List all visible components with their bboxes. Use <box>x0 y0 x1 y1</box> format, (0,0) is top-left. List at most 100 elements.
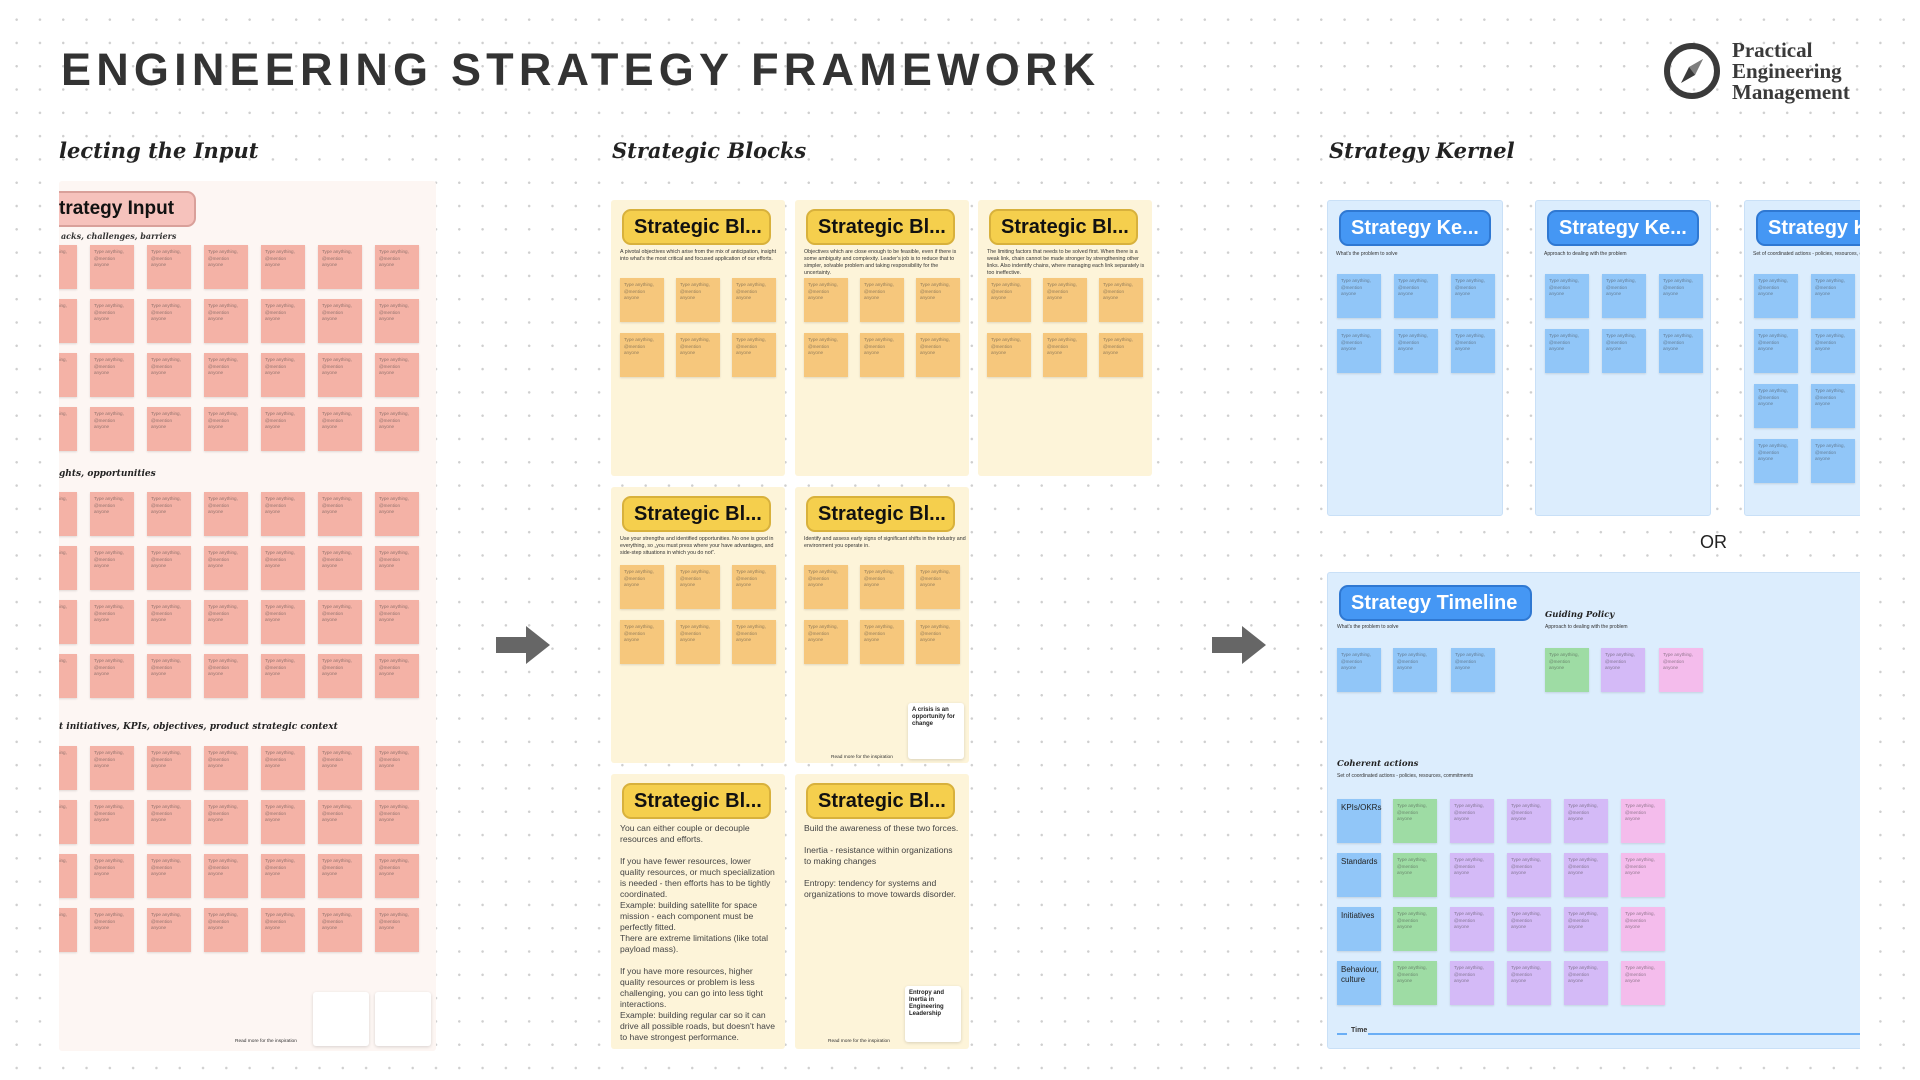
strategy-input-frame[interactable]: trategy Input acks, challenges, barriers… <box>59 181 436 1051</box>
sticky-note[interactable]: Type anything, @mention anyone <box>204 546 248 590</box>
sticky-note[interactable]: Type anything, @mention anyone <box>1450 907 1494 951</box>
sticky-note[interactable]: Type anything, @mention anyone <box>1394 329 1438 373</box>
strategic-block-title[interactable]: Strategic Bl... <box>806 209 955 245</box>
sticky-note[interactable]: Type anything, @mention anyone <box>375 353 419 397</box>
strategic-block-frame[interactable]: Strategic Bl...The limiting factors that… <box>978 200 1152 476</box>
sticky-note[interactable]: Type anything, @mention anyone <box>1545 329 1589 373</box>
link-preview-card[interactable] <box>375 992 431 1046</box>
sticky-note[interactable]: Type anything, @mention anyone <box>90 908 134 952</box>
sticky-note[interactable]: Type anything, @mention anyone <box>204 654 248 698</box>
sticky-note[interactable]: Type anything, @mention anyone <box>204 800 248 844</box>
sticky-note[interactable]: Type anything, @mention anyone <box>987 333 1031 377</box>
sticky-note[interactable]: Type anything, @mention anyone <box>1337 329 1381 373</box>
sticky-note[interactable]: Type anything, @mention anyone <box>204 353 248 397</box>
sticky-note[interactable]: Type anything, @mention anyone <box>261 746 305 790</box>
sticky-note[interactable]: Type anything, @mention anyone <box>147 908 191 952</box>
sticky-note[interactable]: Type anything, @mention anyone <box>204 908 248 952</box>
sticky-note[interactable]: Type anything, @mention anyone <box>375 546 419 590</box>
sticky-note[interactable]: Type anything, @mention anyone <box>804 278 848 322</box>
sticky-note[interactable]: Type anything, @mention anyone <box>59 353 77 397</box>
sticky-note[interactable]: Type anything, @mention anyone <box>261 800 305 844</box>
sticky-note[interactable]: Type anything, @mention anyone <box>676 278 720 322</box>
sticky-note[interactable]: Type anything, @mention anyone <box>318 407 362 451</box>
timeline-row-label[interactable]: KPIs/OKRs <box>1337 799 1381 843</box>
sticky-note[interactable]: Type anything, @mention anyone <box>261 908 305 952</box>
sticky-note[interactable]: Type anything, @mention anyone <box>1394 274 1438 318</box>
sticky-note[interactable]: Type anything, @mention anyone <box>375 245 419 289</box>
strategic-block-title[interactable]: Strategic Bl... <box>806 783 955 819</box>
strategic-block-frame[interactable]: Strategic Bl...Use your strengths and id… <box>611 487 785 763</box>
sticky-note[interactable]: Type anything, @mention anyone <box>59 800 77 844</box>
timeline-row-label[interactable]: Behaviour, culture <box>1337 961 1381 1005</box>
sticky-note[interactable]: Type anything, @mention anyone <box>204 407 248 451</box>
sticky-note[interactable]: Type anything, @mention anyone <box>261 492 305 536</box>
sticky-note[interactable]: Type anything, @mention anyone <box>1393 853 1437 897</box>
sticky-note[interactable]: Type anything, @mention anyone <box>620 565 664 609</box>
sticky-note[interactable]: Type anything, @mention anyone <box>375 407 419 451</box>
sticky-note[interactable]: Type anything, @mention anyone <box>375 746 419 790</box>
sticky-note[interactable]: Type anything, @mention anyone <box>1393 799 1437 843</box>
sticky-note[interactable]: Type anything, @mention anyone <box>1754 384 1798 428</box>
sticky-note[interactable]: Type anything, @mention anyone <box>90 492 134 536</box>
sticky-note[interactable]: Type anything, @mention anyone <box>860 620 904 664</box>
sticky-note[interactable]: Type anything, @mention anyone <box>261 546 305 590</box>
sticky-note[interactable]: Type anything, @mention anyone <box>1564 799 1608 843</box>
sticky-note[interactable]: Type anything, @mention anyone <box>147 546 191 590</box>
sticky-note[interactable]: Type anything, @mention anyone <box>90 654 134 698</box>
sticky-note[interactable]: Type anything, @mention anyone <box>804 620 848 664</box>
sticky-note[interactable]: Type anything, @mention anyone <box>90 800 134 844</box>
sticky-note[interactable]: Type anything, @mention anyone <box>147 353 191 397</box>
sticky-note[interactable]: Type anything, @mention anyone <box>1564 907 1608 951</box>
timeline-row-label[interactable]: Initiatives <box>1337 907 1381 951</box>
sticky-note[interactable]: Type anything, @mention anyone <box>147 600 191 644</box>
strategy-kernel-title[interactable]: Strategy Ke... <box>1547 210 1699 246</box>
sticky-note[interactable]: Type anything, @mention anyone <box>59 245 77 289</box>
timeline-row-label[interactable]: Standards <box>1337 853 1381 897</box>
strategic-block-title[interactable]: Strategic Bl... <box>989 209 1138 245</box>
strategic-block-frame[interactable]: Strategic Bl...Build the awareness of th… <box>795 774 969 1049</box>
sticky-note[interactable]: Type anything, @mention anyone <box>318 299 362 343</box>
sticky-note[interactable]: Type anything, @mention anyone <box>59 854 77 898</box>
sticky-note[interactable]: Type anything, @mention anyone <box>1545 274 1589 318</box>
sticky-note[interactable]: Type anything, @mention anyone <box>1621 853 1665 897</box>
sticky-note[interactable]: Type anything, @mention anyone <box>318 800 362 844</box>
sticky-note[interactable]: Type anything, @mention anyone <box>987 278 1031 322</box>
sticky-note[interactable]: Type anything, @mention anyone <box>261 407 305 451</box>
sticky-note[interactable]: Type anything, @mention anyone <box>620 278 664 322</box>
sticky-note[interactable]: Type anything, @mention anyone <box>1811 329 1855 373</box>
sticky-note[interactable]: Type anything, @mention anyone <box>916 278 960 322</box>
sticky-note[interactable]: Type anything, @mention anyone <box>375 800 419 844</box>
sticky-note[interactable]: Type anything, @mention anyone <box>318 746 362 790</box>
sticky-note[interactable]: Type anything, @mention anyone <box>261 299 305 343</box>
sticky-note[interactable]: Type anything, @mention anyone <box>90 353 134 397</box>
sticky-note[interactable]: Type anything, @mention anyone <box>147 245 191 289</box>
strategy-kernel-frame[interactable]: Strategy Ke...Approach to dealing with t… <box>1535 200 1711 516</box>
sticky-note[interactable]: Type anything, @mention anyone <box>59 908 77 952</box>
sticky-note[interactable]: Type anything, @mention anyone <box>375 854 419 898</box>
sticky-note[interactable]: Type anything, @mention anyone <box>90 746 134 790</box>
sticky-note[interactable]: Type anything, @mention anyone <box>59 492 77 536</box>
sticky-note[interactable]: Type anything, @mention anyone <box>90 299 134 343</box>
sticky-note[interactable]: Type anything, @mention anyone <box>59 746 77 790</box>
sticky-note[interactable]: Type anything, @mention anyone <box>1811 439 1855 483</box>
strategic-block-title[interactable]: Strategic Bl... <box>806 496 955 532</box>
sticky-note[interactable]: Type anything, @mention anyone <box>204 492 248 536</box>
sticky-note[interactable]: Type anything, @mention anyone <box>204 746 248 790</box>
sticky-note[interactable]: Type anything, @mention anyone <box>318 654 362 698</box>
sticky-note[interactable]: Type anything, @mention anyone <box>261 245 305 289</box>
sticky-note[interactable]: Type anything, @mention anyone <box>261 353 305 397</box>
sticky-note[interactable]: Type anything, @mention anyone <box>261 854 305 898</box>
sticky-note[interactable]: Type anything, @mention anyone <box>1507 961 1551 1005</box>
sticky-note[interactable]: Type anything, @mention anyone <box>318 854 362 898</box>
sticky-note[interactable]: Type anything, @mention anyone <box>90 546 134 590</box>
strategic-block-title[interactable]: Strategic Bl... <box>622 209 771 245</box>
sticky-note[interactable]: Type anything, @mention anyone <box>375 908 419 952</box>
sticky-note[interactable]: Type anything, @mention anyone <box>1099 333 1143 377</box>
sticky-note[interactable]: Type anything, @mention anyone <box>90 854 134 898</box>
link-preview-card[interactable]: Entropy and Inertia in Engineering Leade… <box>905 986 961 1042</box>
strategic-block-frame[interactable]: Strategic Bl...You can either couple or … <box>611 774 785 1049</box>
sticky-note[interactable]: Type anything, @mention anyone <box>1507 799 1551 843</box>
sticky-note[interactable]: Type anything, @mention anyone <box>620 620 664 664</box>
sticky-note[interactable]: Type anything, @mention anyone <box>147 492 191 536</box>
